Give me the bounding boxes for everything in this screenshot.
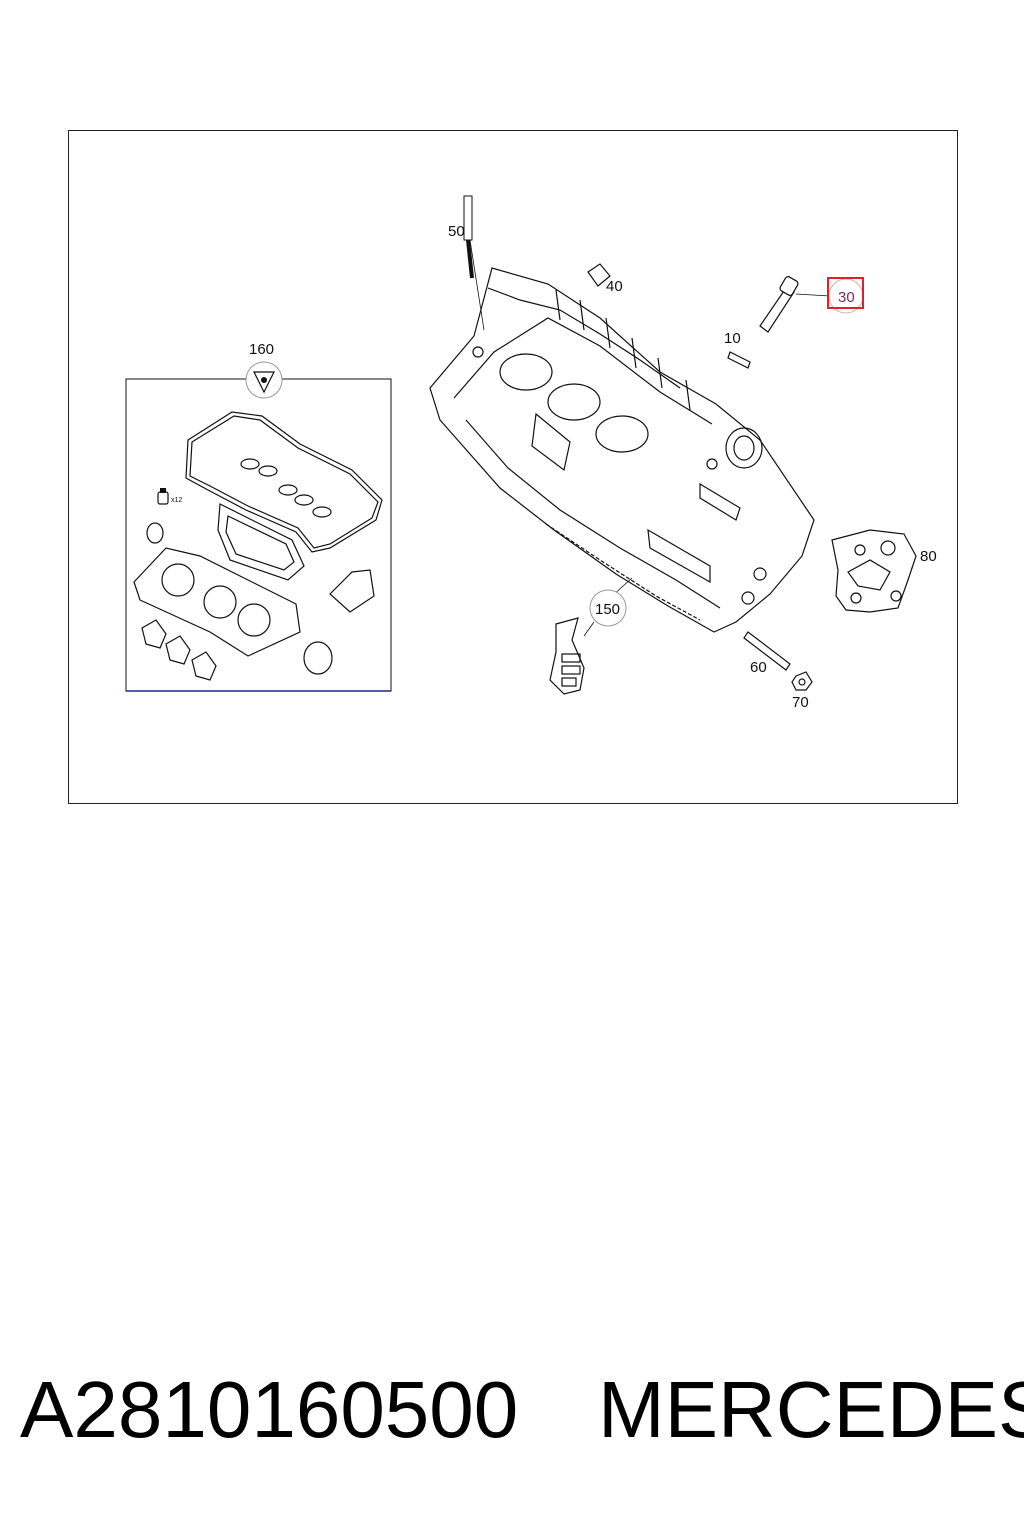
callout-160[interactable]: 160 [245, 341, 283, 399]
highlight-box [827, 277, 864, 309]
qty-label: x12 [171, 497, 182, 504]
valve-stem-seal-icon [157, 488, 169, 505]
callout-label-30: 30 [838, 289, 855, 306]
callout-label-70: 70 [792, 694, 809, 711]
cylinder-head [429, 267, 815, 633]
nut-70: 70 [791, 671, 813, 711]
part-150: 150 [549, 577, 633, 695]
callout-label-40: 40 [606, 278, 623, 295]
stud-60: 60 [743, 631, 791, 676]
gasket-kit-inset: x12 [125, 378, 392, 692]
callout-label-160: 160 [249, 341, 274, 358]
dowel-pin-10: 10 [724, 330, 751, 369]
callout-label-10: 10 [724, 330, 741, 347]
bracket-80: 80 [831, 529, 937, 613]
callout-label-60: 60 [750, 659, 767, 676]
callout-label-150[interactable]: 150 [595, 601, 620, 618]
stud-bolt-50: 50 [448, 195, 485, 331]
callout-label-50: 50 [448, 223, 465, 240]
brand-name: MERCEDES [598, 1365, 1024, 1454]
part-number: A2810160500 [20, 1365, 519, 1454]
callout-30-highlighted[interactable]: 30 [827, 277, 864, 314]
part-40: 40 [587, 263, 623, 295]
bolt-30 [759, 276, 831, 333]
callout-label-80: 80 [920, 548, 937, 565]
